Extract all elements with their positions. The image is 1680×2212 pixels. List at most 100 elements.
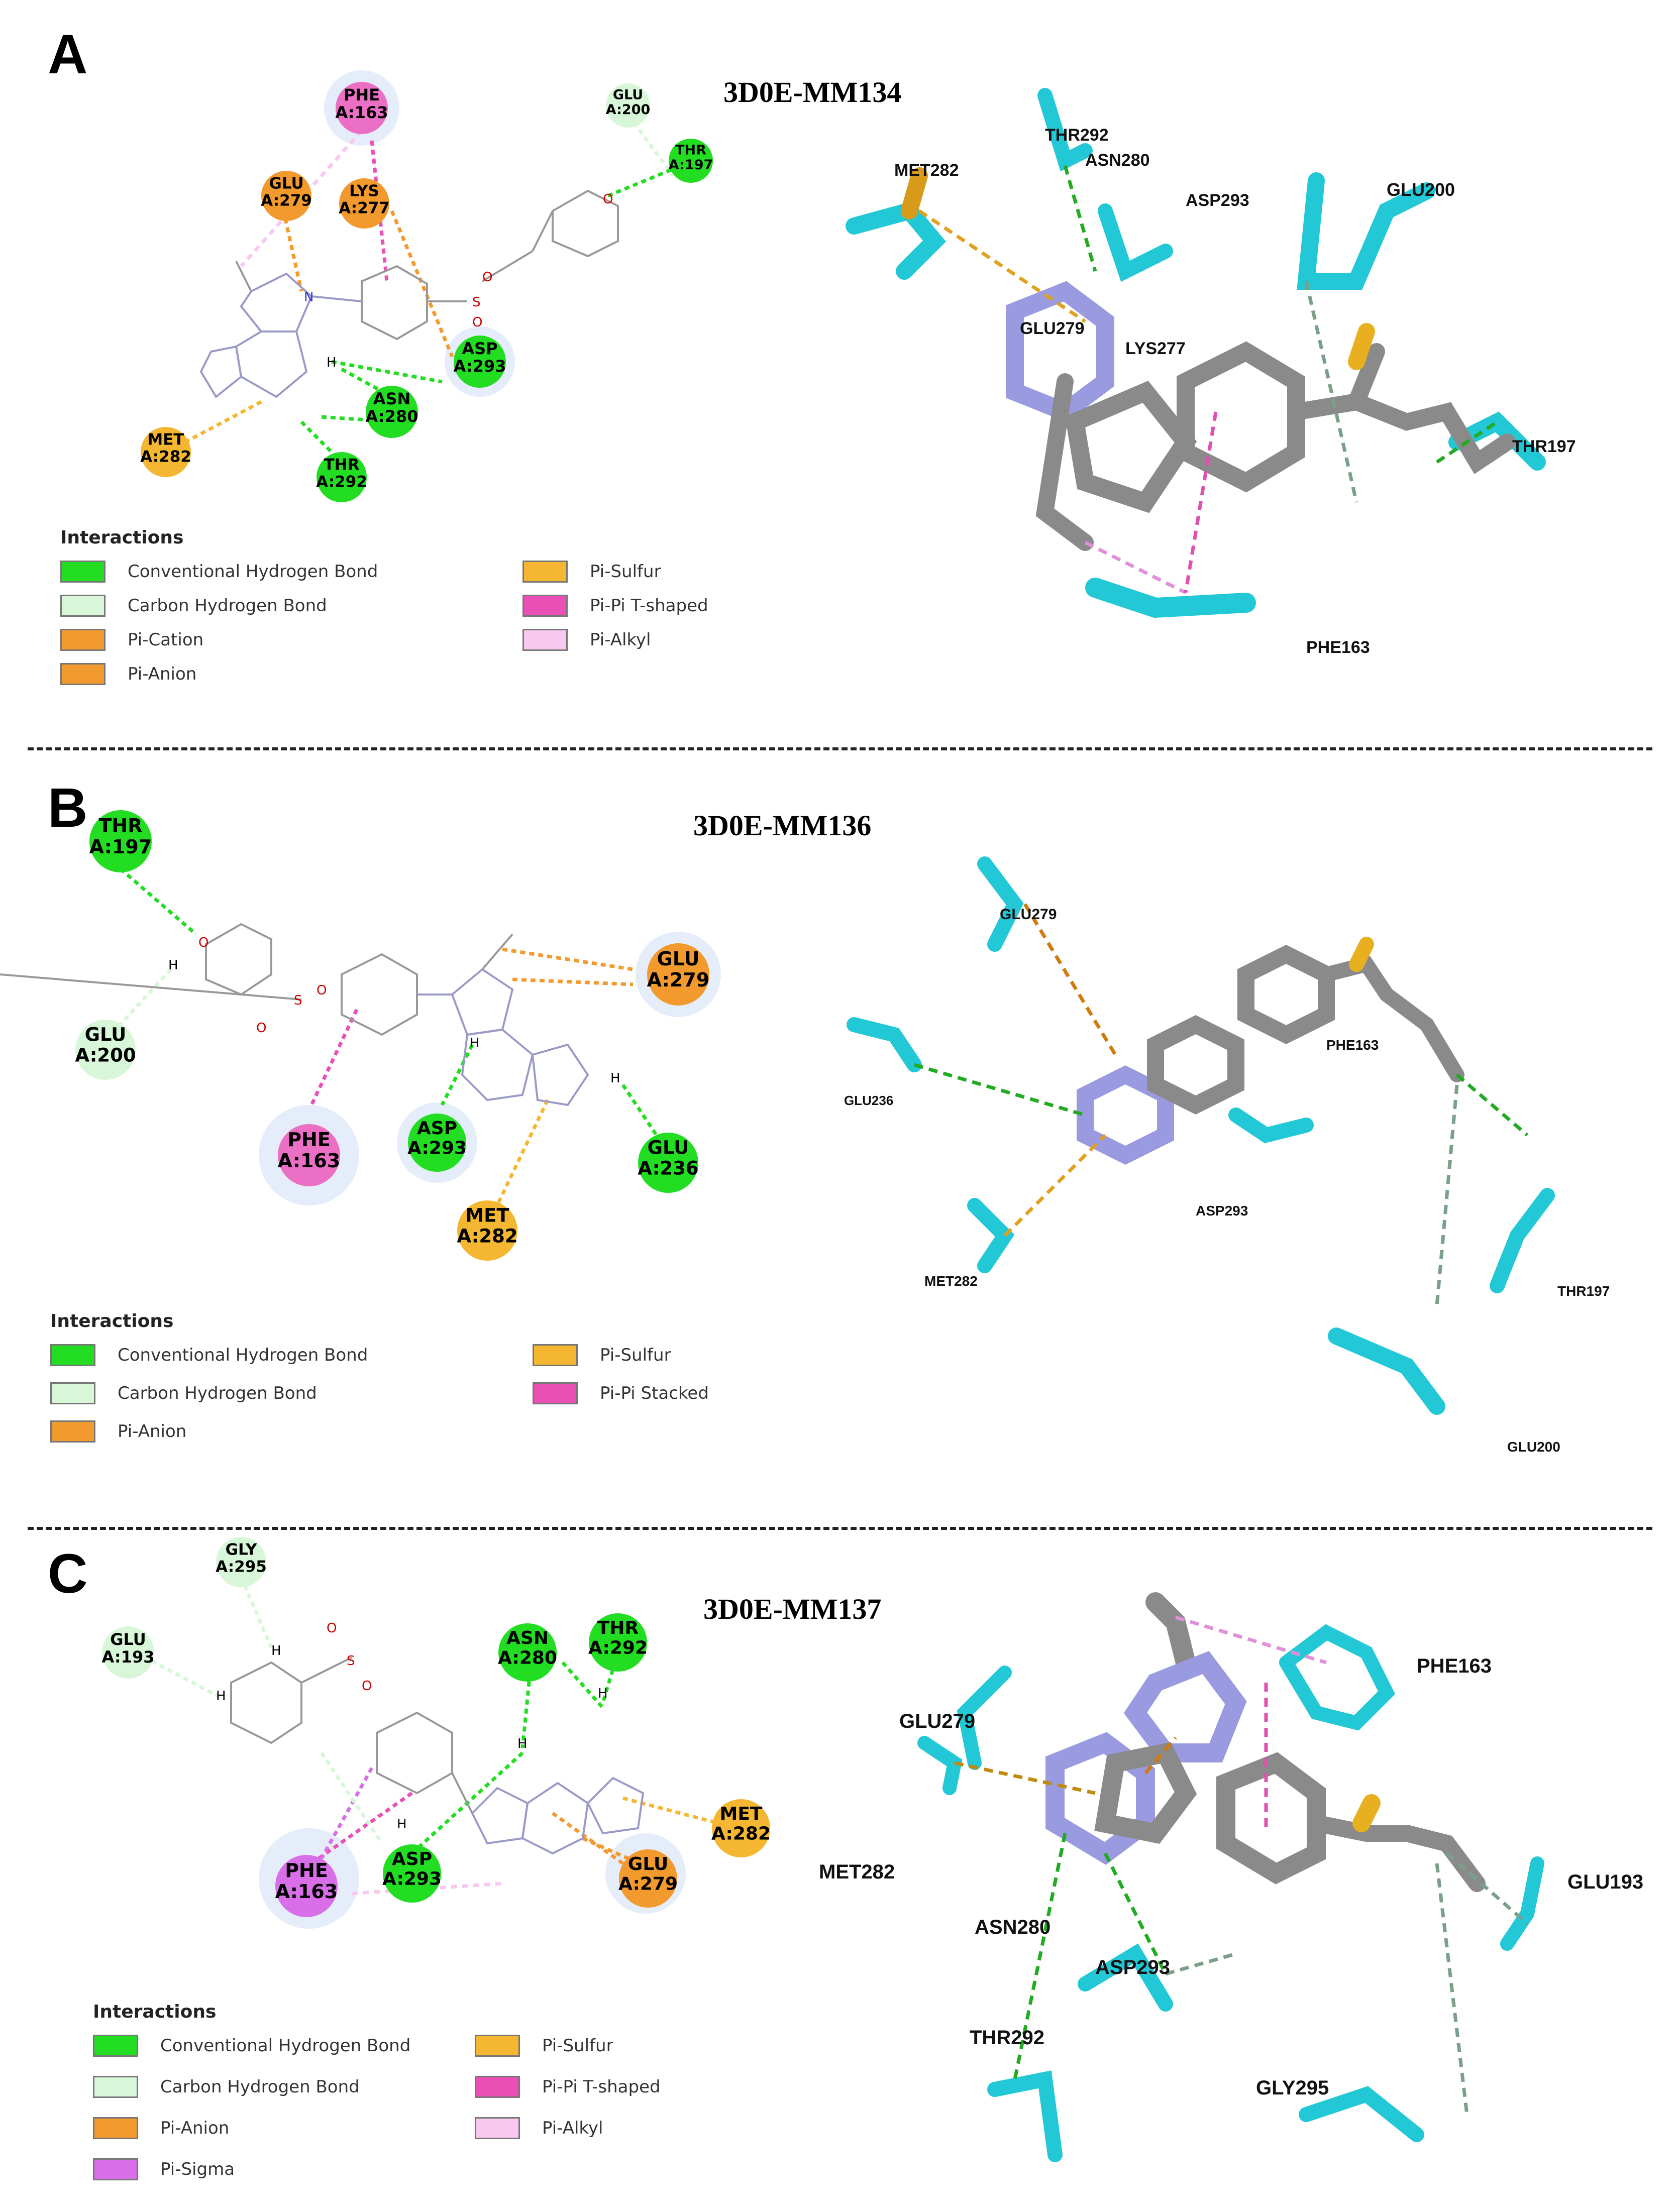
legend-swatch bbox=[93, 2076, 138, 2098]
ligand-heteroatoms: S O O O N H bbox=[304, 192, 613, 370]
legend-label: Pi-Pi T-shaped bbox=[542, 2077, 661, 2097]
residue-name: PHE bbox=[287, 1129, 331, 1151]
residue-name: MET bbox=[465, 1205, 509, 1227]
residue-circle bbox=[669, 139, 713, 183]
legend-title: Interactions bbox=[93, 2002, 217, 2022]
legend-title: Interactions bbox=[60, 527, 184, 548]
legend-swatch bbox=[60, 561, 106, 583]
residue-circle bbox=[647, 943, 709, 1006]
residue-position: A:279 bbox=[261, 192, 312, 210]
residue-circle bbox=[89, 810, 152, 872]
residue-name: GLU bbox=[657, 948, 700, 970]
residue-label-3d: GLU200 bbox=[1507, 1439, 1560, 1455]
residue-label-3d: ASN280 bbox=[975, 1916, 1051, 1938]
legend-item: Pi-Cation bbox=[60, 626, 203, 654]
residue-position: A:292 bbox=[316, 473, 367, 491]
panel-title: 3D0E-MM136 bbox=[693, 809, 872, 842]
legend-swatch bbox=[60, 663, 106, 685]
residue-label-3d: PHE163 bbox=[1326, 1037, 1379, 1053]
residue-bubble-layer: GLYA:295GLUA:193ASNA:280THRA:292META:282… bbox=[102, 1537, 771, 1917]
legend-item: Pi-Anion bbox=[50, 1417, 186, 1446]
residue-position: A:236 bbox=[638, 1157, 698, 1179]
residue-label-3d: ASN280 bbox=[1085, 151, 1150, 170]
residue-position: A:293 bbox=[454, 357, 506, 376]
panel-letter: B bbox=[48, 777, 88, 839]
svg-text:H: H bbox=[216, 1689, 226, 1704]
svg-text:H: H bbox=[271, 1643, 281, 1658]
panel-c: C 3D0E-MM137 bbox=[0, 1532, 1680, 2212]
panel-b: B 3D0E-MM136 O bbox=[0, 753, 1680, 1527]
residue-label-3d: MET282 bbox=[894, 161, 959, 180]
panel-title: 3D0E-MM137 bbox=[703, 1593, 882, 1625]
residue-labels-3d: THR292MET282ASN280ASP293GLU200GLU279LYS2… bbox=[894, 126, 1576, 657]
legend-item: Pi-Sulfur bbox=[533, 1341, 671, 1369]
legend-item: Conventional Hydrogen Bond bbox=[93, 2032, 410, 2060]
svg-text:O: O bbox=[603, 192, 613, 207]
legend-swatch bbox=[533, 1344, 578, 1366]
legend-item: Carbon Hydrogen Bond bbox=[50, 1379, 317, 1407]
residue-label-3d: LYS277 bbox=[1125, 339, 1186, 358]
residue-circle bbox=[638, 1133, 698, 1193]
pose-sticks bbox=[917, 1592, 1544, 2162]
pose-sticks bbox=[847, 856, 1555, 1415]
residue-name: GLU bbox=[628, 1854, 668, 1874]
residue-circle bbox=[317, 452, 367, 502]
panel-letter: A bbox=[48, 24, 88, 85]
pose-sticks bbox=[846, 88, 1546, 618]
legend-swatch bbox=[93, 2158, 138, 2180]
residue-label-3d: GLU236 bbox=[844, 1093, 893, 1108]
legend-label: Conventional Hydrogen Bond bbox=[160, 2036, 411, 2056]
legend-label: Carbon Hydrogen Bond bbox=[160, 2077, 360, 2097]
legend-label: Carbon Hydrogen Bond bbox=[128, 596, 327, 616]
residue-circle bbox=[589, 1613, 647, 1672]
ligand-heteroatoms: S O O H H H H H bbox=[216, 1621, 608, 1832]
legend-swatch bbox=[475, 2076, 520, 2098]
interaction-lines bbox=[135, 1576, 719, 1896]
residue-position: A:163 bbox=[278, 1150, 341, 1172]
legend-swatch bbox=[522, 629, 568, 651]
residue-name: GLU bbox=[85, 1024, 127, 1046]
residue-label-3d: PHE163 bbox=[1417, 1655, 1492, 1677]
residue-position: A:197 bbox=[89, 836, 152, 858]
residue-position: A:280 bbox=[498, 1648, 557, 1669]
legend-label: Pi-Anion bbox=[160, 2118, 230, 2138]
residue-position: A:277 bbox=[339, 199, 390, 217]
residue-circle bbox=[408, 1114, 466, 1172]
ligand-3d-view: THR292MET282ASN280ASP293GLU200GLU279LYS2… bbox=[846, 88, 1576, 657]
panel-divider bbox=[28, 1527, 1652, 1530]
residue-position: A:279 bbox=[647, 969, 710, 991]
residue-position: A:282 bbox=[140, 448, 191, 466]
svg-text:O: O bbox=[317, 983, 327, 998]
residue-name: PHE bbox=[285, 1859, 328, 1882]
ligand-3d-view: GLU279PHE163GLU236ASP293MET282THR197GLU2… bbox=[844, 856, 1610, 1455]
legend-swatch bbox=[475, 2035, 520, 2057]
residue-position: A:293 bbox=[407, 1138, 467, 1159]
legend-label: Pi-Sulfur bbox=[590, 562, 661, 582]
residue-circle bbox=[457, 1200, 517, 1261]
residue-label-3d: ASP293 bbox=[1186, 191, 1249, 210]
legend-item: Pi-Alkyl bbox=[475, 2114, 603, 2142]
residue-position: A:292 bbox=[588, 1638, 648, 1658]
residue-label-3d: THR292 bbox=[1045, 126, 1109, 145]
residue-position: A:293 bbox=[382, 1869, 442, 1890]
pose-interactions bbox=[954, 1615, 1529, 2115]
residue-name: ASN bbox=[373, 389, 411, 408]
legend-swatch bbox=[93, 2035, 138, 2057]
residue-bubble-layer: THRA:197GLUA:279GLUA:200PHEA:163ASPA:293… bbox=[75, 810, 710, 1261]
residue-label-3d: MET282 bbox=[924, 1273, 978, 1289]
residue-labels-3d: GLU279PHE163GLU236ASP293MET282THR197GLU2… bbox=[844, 906, 1610, 1455]
legend-swatch bbox=[522, 561, 568, 583]
legend-label: Carbon Hydrogen Bond bbox=[118, 1383, 317, 1403]
residue-position: A:282 bbox=[457, 1225, 517, 1247]
svg-text:H: H bbox=[397, 1817, 407, 1832]
legend-item: Pi-Alkyl bbox=[522, 626, 651, 654]
